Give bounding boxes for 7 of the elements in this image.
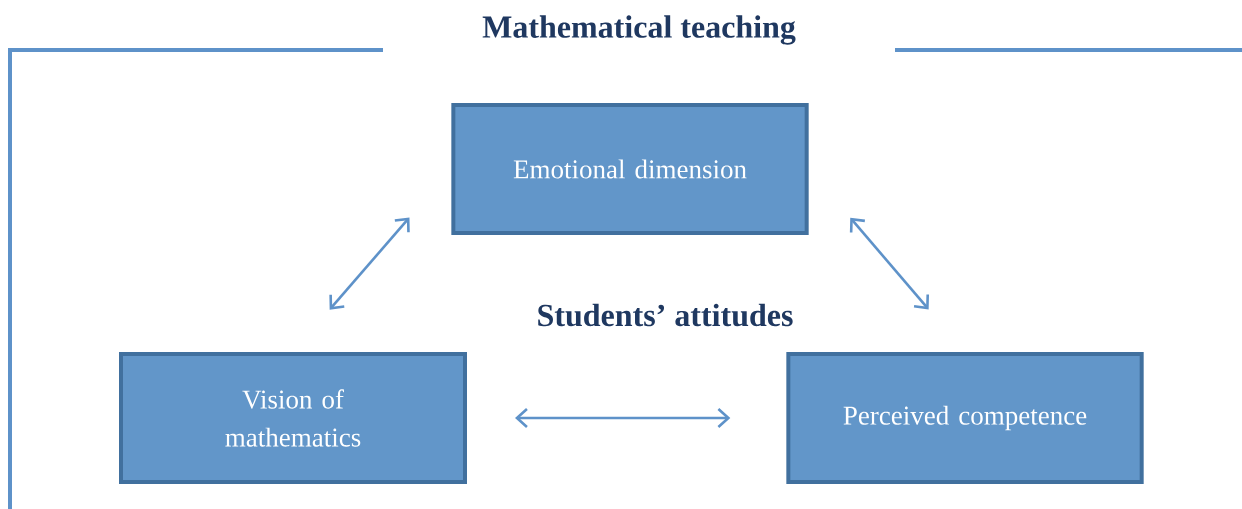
double-arrow (329, 217, 410, 310)
process-box: Perceived competence (786, 352, 1144, 484)
center-heading: Students’ attitudes (538, 303, 793, 327)
double-arrow (849, 217, 929, 310)
process-box: Vision of mathematics (119, 352, 467, 484)
double-arrow (515, 408, 731, 428)
process-box: Emotional dimension (451, 103, 809, 235)
